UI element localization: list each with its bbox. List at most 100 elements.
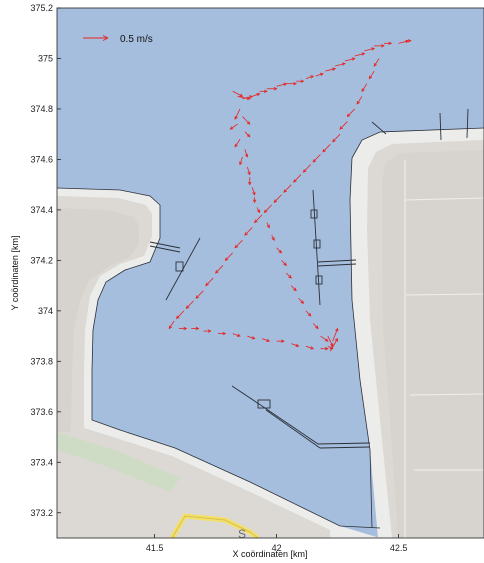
velocity-vector xyxy=(234,239,243,249)
y-tick-label: 374.6 xyxy=(30,154,53,164)
velocity-vector xyxy=(218,331,227,336)
quay-west xyxy=(57,196,330,538)
velocity-vector xyxy=(305,75,315,80)
velocity-vector xyxy=(332,133,341,143)
y-tick-label: 374 xyxy=(38,306,53,316)
velocity-vector xyxy=(229,123,238,130)
velocity-vector xyxy=(232,333,241,337)
y-tick-label: 375.2 xyxy=(30,3,53,13)
velocity-vector xyxy=(281,260,287,267)
velocity-vector xyxy=(361,83,368,93)
velocity-vector xyxy=(261,338,271,342)
velocity-vector xyxy=(179,326,188,331)
velocity-vector xyxy=(383,41,393,46)
velocity-vector xyxy=(286,81,298,86)
road-edge xyxy=(171,515,259,538)
velocity-vector xyxy=(373,58,380,67)
velocity-vector xyxy=(329,337,339,352)
velocity-vector xyxy=(276,247,283,254)
velocity-vector xyxy=(259,89,268,94)
velocity-vector xyxy=(296,79,305,83)
velocity-vector xyxy=(175,310,185,320)
y-tick-label: 373.8 xyxy=(30,356,53,366)
velocity-vector xyxy=(251,187,256,196)
velocity-vector xyxy=(256,207,260,214)
velocity-vector xyxy=(244,131,251,138)
road-label-fragment: S xyxy=(238,527,246,541)
velocity-vector xyxy=(374,44,385,48)
green-strip xyxy=(57,432,180,492)
velocity-vector xyxy=(273,194,282,203)
map-background: S xyxy=(57,8,484,541)
scale-arrow-head xyxy=(102,35,109,41)
velocity-vector xyxy=(325,67,337,72)
velocity-vector xyxy=(246,166,251,176)
velocity-vector xyxy=(339,121,348,130)
velocity-vector xyxy=(286,272,292,279)
velocity-vector xyxy=(195,290,204,299)
velocity-vector xyxy=(271,234,275,241)
velocity-vector xyxy=(247,335,256,340)
shoreline-west xyxy=(57,187,381,529)
velocity-vectors xyxy=(168,39,412,352)
velocity-vector xyxy=(185,300,194,309)
terminal-east xyxy=(382,150,484,538)
y-tick-label: 375 xyxy=(38,53,53,63)
velocity-vector xyxy=(248,177,252,186)
y-axis-label: Y coördinaten [km] xyxy=(10,236,20,311)
velocity-vector xyxy=(242,116,251,125)
velocity-vector xyxy=(252,92,261,97)
velocity-vector xyxy=(332,327,339,342)
velocity-vector xyxy=(354,52,366,57)
velocity-vector xyxy=(252,197,257,204)
velocity-vector xyxy=(335,62,346,67)
velocity-vector xyxy=(305,310,312,317)
velocity-vector xyxy=(203,329,212,333)
velocity-vector xyxy=(205,277,214,287)
x-tick-label: 42.5 xyxy=(390,543,408,553)
scale-label: 0.5 m/s xyxy=(120,34,153,45)
velocity-vector xyxy=(405,39,412,43)
velocity-vector xyxy=(298,297,305,304)
plot-frame xyxy=(56,7,484,539)
velocity-vector xyxy=(346,108,355,118)
velocity-vector xyxy=(320,335,329,342)
x-axis-label: X coördinaten [km] xyxy=(232,549,307,559)
jetty-structures xyxy=(149,108,469,449)
velocity-vector xyxy=(356,96,363,105)
velocity-vector xyxy=(224,252,233,262)
velocity-vector xyxy=(266,222,270,229)
velocity-vector xyxy=(327,335,334,347)
velocity-vector xyxy=(312,154,321,163)
velocity-vector xyxy=(322,144,331,153)
velocity-vector xyxy=(214,265,224,274)
velocity-vector xyxy=(239,156,243,166)
shoreline-east xyxy=(349,127,484,529)
y-tick-label: 373.6 xyxy=(30,407,53,417)
velocity-vector xyxy=(244,149,249,158)
scale-legend: 0.5 m/s xyxy=(83,34,153,45)
velocity-vector xyxy=(315,72,324,77)
y-axis-ticks: 373.2373.4373.6373.8374374.2374.4374.637… xyxy=(30,3,61,518)
velocity-vector xyxy=(276,339,285,343)
velocity-vector xyxy=(234,139,241,148)
velocity-vector xyxy=(244,227,253,236)
x-axis-ticks: 41.5 42 42.5 xyxy=(146,534,408,553)
velocity-vector xyxy=(283,184,292,193)
velocity-vector xyxy=(302,164,312,173)
x-tick-label: 41.5 xyxy=(146,543,164,553)
velocity-vector xyxy=(364,47,376,52)
velocity-vector xyxy=(232,90,244,97)
y-tick-label: 373.4 xyxy=(30,457,53,467)
x-tick-label: 42 xyxy=(272,543,282,553)
velocity-vector xyxy=(266,87,278,91)
velocity-vector xyxy=(263,204,273,214)
velocity-vector xyxy=(344,57,356,62)
y-tick-label: 374.2 xyxy=(30,255,53,265)
y-tick-label: 374.4 xyxy=(30,205,53,215)
velocity-vector xyxy=(234,108,241,120)
y-tick-label: 374.8 xyxy=(30,104,53,114)
velocity-vector xyxy=(293,174,302,183)
velocity-vector xyxy=(191,326,200,331)
